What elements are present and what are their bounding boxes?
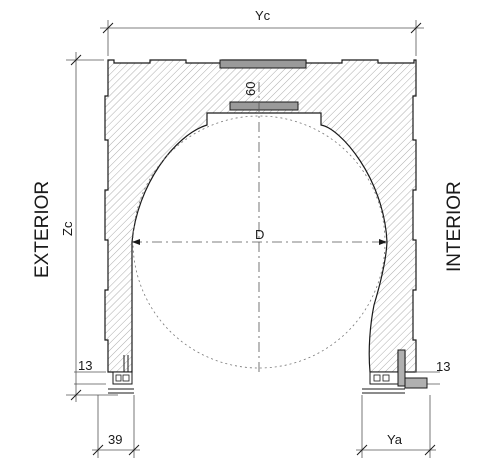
interior-label: INTERIOR [444,181,465,272]
depth-60-label: 60 [243,82,258,96]
dim-ya-tick-right [424,444,436,456]
width-yc-label: Yc [255,8,271,23]
bottom-ya-label: Ya [387,432,403,447]
height-zc-label: Zc [60,221,75,236]
right-13-label: 13 [436,359,450,374]
dim-left-tick-top [70,54,82,66]
box-body-hatched [104,59,417,373]
dim-top-tick-left [102,22,114,34]
dim-ya-tick-left [356,444,368,456]
diameter-arrow-right [379,239,387,245]
left-13-label: 13 [78,358,92,373]
dim-left-tick-bottom [70,389,82,401]
diameter-label: D [255,227,264,242]
right-frame-profile [362,349,428,394]
inner-plate [229,101,299,111]
dim-39-tick-right [128,444,140,456]
bottom-39-label: 39 [108,432,122,447]
dim-39-tick-left [92,444,104,456]
left-frame-profile [108,355,134,394]
dim-top-tick-right [410,22,422,34]
exterior-label: EXTERIOR [32,181,53,278]
top-plate [219,59,307,69]
diameter-arrow-left [132,239,140,245]
